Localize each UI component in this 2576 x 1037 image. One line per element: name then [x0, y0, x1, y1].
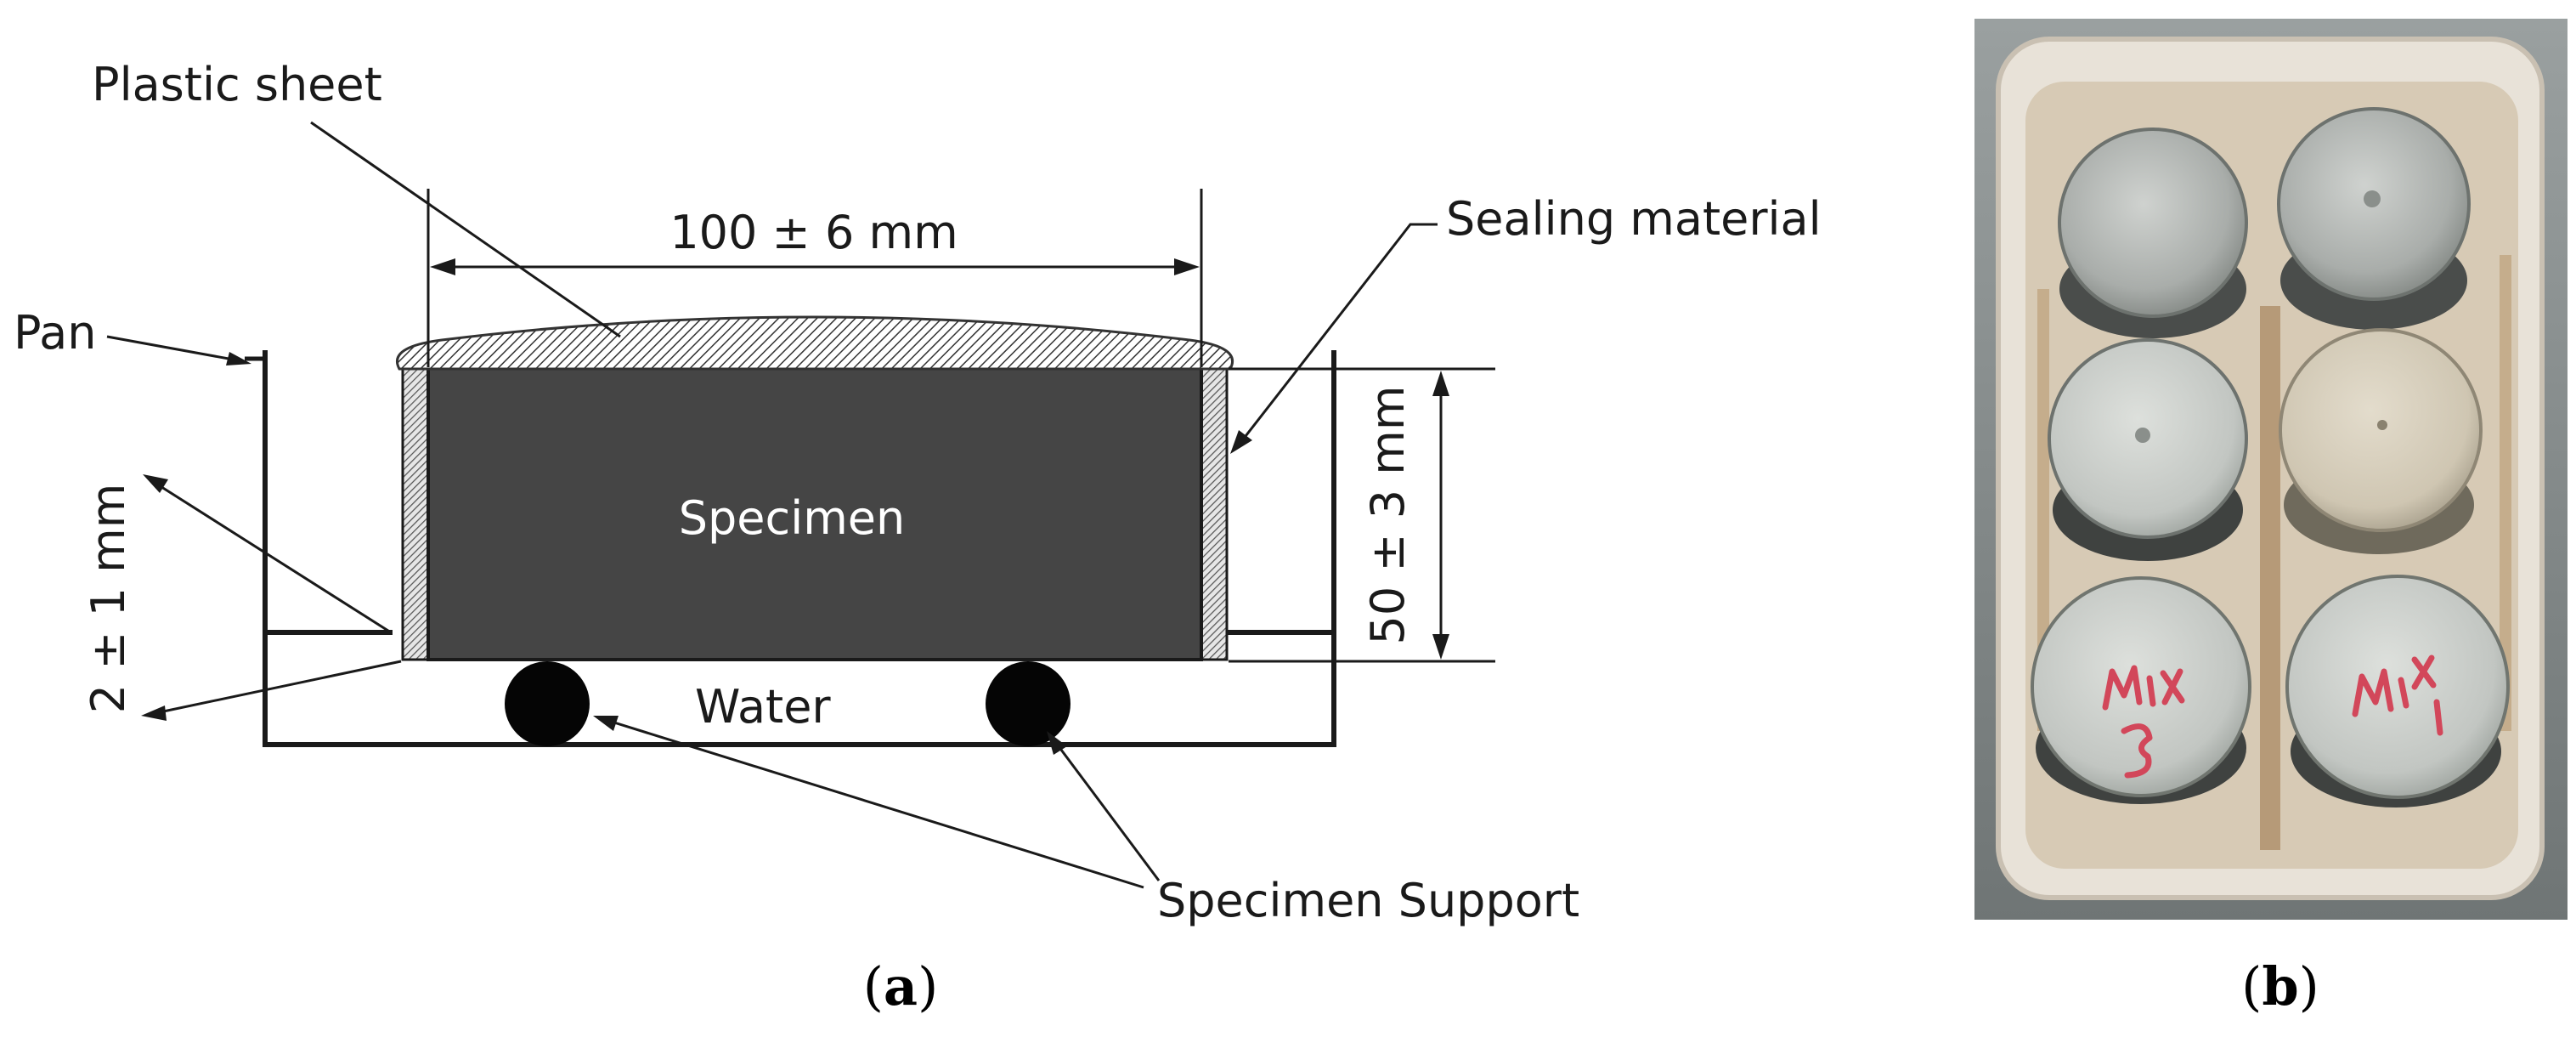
sealing-material-left — [401, 366, 430, 661]
panel-b-photo: (b) — [1974, 19, 2568, 1017]
leader-pan — [106, 335, 239, 362]
tray-divider-streak — [2260, 306, 2280, 850]
arrow-water-depth-bottom — [141, 706, 167, 721]
plastic-sheet — [396, 315, 1234, 371]
specimen-disk-center — [2377, 420, 2387, 430]
caption-b: (b) — [2241, 955, 2319, 1017]
tray-streak-left — [2037, 289, 2049, 731]
arrow-support-left — [593, 716, 619, 731]
specimen-disk — [2058, 128, 2248, 318]
arrow-water-depth-top — [143, 474, 168, 493]
label-specimen: Specimen — [679, 491, 906, 545]
specimen-support-right — [986, 661, 1071, 746]
leader-plastic-sheet — [310, 121, 621, 338]
label-plastic-sheet: Plastic sheet — [92, 58, 382, 111]
label-pan: Pan — [14, 306, 96, 360]
width-arrow-right — [1174, 258, 1200, 275]
specimen-body — [427, 366, 1203, 661]
marker-mix-3 — [2102, 665, 2185, 779]
arrow-support-right — [1047, 731, 1067, 755]
leader-support-left — [602, 717, 1144, 889]
label-width-dimension: 100 ± 6 mm — [669, 206, 958, 259]
leader-water-depth-top — [149, 478, 392, 634]
leader-sealing-material — [1235, 223, 1438, 448]
width-arrow-left — [430, 258, 455, 275]
label-water-depth: 2 ± 1 mm — [82, 484, 135, 714]
specimen-disk — [2279, 328, 2483, 532]
height-arrow-top — [1432, 371, 1449, 396]
pan-outline — [263, 350, 1336, 747]
label-water: Water — [695, 680, 831, 734]
leader-water-depth-bottom — [150, 660, 402, 716]
specimen-disk — [2285, 575, 2510, 799]
specimen-support-left — [505, 661, 590, 746]
specimen-disk-center — [2135, 428, 2150, 443]
arrow-sealing-material — [1230, 430, 1252, 454]
label-specimen-support: Specimen Support — [1157, 874, 1579, 927]
label-height-dimension: 50 ± 3 mm — [1361, 385, 1415, 644]
marker-mix-1 — [2352, 654, 2443, 736]
height-arrow-bottom — [1432, 634, 1449, 660]
sealing-material-right — [1200, 366, 1229, 661]
tray-streak-right — [2500, 255, 2511, 731]
panel-a-diagram: Plastic sheet 100 ± 6 mm Sealing materia… — [14, 58, 1822, 1017]
specimen-disk — [2031, 576, 2251, 797]
label-sealing-material: Sealing material — [1446, 192, 1822, 246]
specimen-disk-center — [2364, 190, 2381, 207]
caption-a: (a) — [863, 955, 939, 1017]
leader-support-right — [1052, 739, 1161, 881]
arrow-pan — [226, 352, 251, 366]
